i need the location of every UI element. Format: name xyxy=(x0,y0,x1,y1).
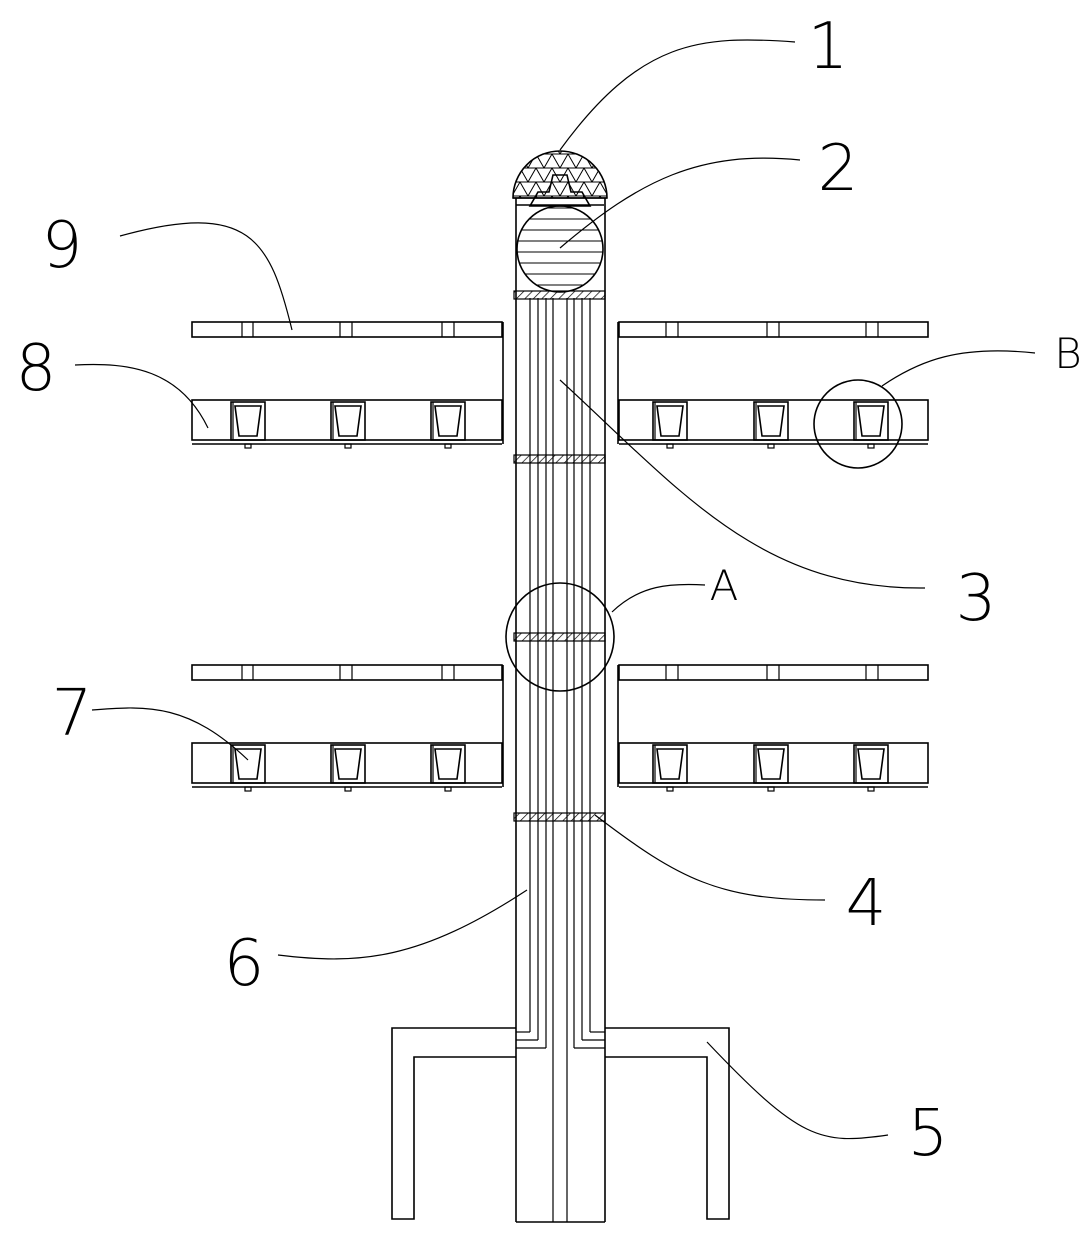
reference-labels: 1 2 3 4 5 6 7 8 9 A B xyxy=(16,10,1082,1171)
plant-pot xyxy=(857,748,885,780)
plant-pot xyxy=(334,405,362,437)
leader-lines xyxy=(74,39,1036,1140)
pot-holder xyxy=(330,401,366,441)
drip-emitter xyxy=(867,443,875,449)
pot-holder xyxy=(652,401,688,441)
label-3: 3 xyxy=(956,562,997,636)
plant-pot xyxy=(234,748,262,780)
label-b: B xyxy=(1054,329,1082,378)
label-1: 1 xyxy=(808,10,849,84)
base-stand xyxy=(391,1027,730,1220)
plant-pot xyxy=(857,405,885,437)
pot-holder xyxy=(853,744,889,784)
plant-pot xyxy=(656,405,684,437)
drip-emitter xyxy=(867,786,875,792)
central-column xyxy=(502,198,619,1223)
label-4: 4 xyxy=(846,867,887,941)
drip-emitter xyxy=(344,786,352,792)
label-6: 6 xyxy=(224,927,265,1001)
drip-emitter xyxy=(344,443,352,449)
label-2: 2 xyxy=(818,132,859,206)
pot-holder xyxy=(230,401,266,441)
drip-emitter xyxy=(666,786,674,792)
pot-holder xyxy=(753,744,789,784)
drip-emitter xyxy=(767,786,775,792)
pot-holder xyxy=(230,744,266,784)
drip-emitter xyxy=(244,443,252,449)
detail-circle-b xyxy=(813,379,903,469)
plant-pot xyxy=(656,748,684,780)
pot-holder xyxy=(753,401,789,441)
sealing-rings xyxy=(513,290,606,822)
label-8: 8 xyxy=(16,332,57,406)
pot-holder xyxy=(430,401,466,441)
drip-emitter xyxy=(244,786,252,792)
ball-part xyxy=(516,174,604,293)
plant-pot xyxy=(334,748,362,780)
plant-pot xyxy=(434,405,462,437)
pot-holder xyxy=(652,744,688,784)
label-9: 9 xyxy=(42,209,83,283)
drip-emitter xyxy=(444,443,452,449)
label-5: 5 xyxy=(908,1097,949,1171)
drip-emitter xyxy=(666,443,674,449)
pot-holder xyxy=(430,744,466,784)
label-a: A xyxy=(710,561,739,610)
upper-rails xyxy=(191,321,929,681)
drip-emitter xyxy=(767,443,775,449)
plant-pot xyxy=(757,748,785,780)
planting-pots xyxy=(230,401,889,792)
drip-emitter xyxy=(444,786,452,792)
pot-holder xyxy=(330,744,366,784)
label-7: 7 xyxy=(52,677,93,751)
detail-circle-a xyxy=(505,582,615,692)
pot-holder xyxy=(853,401,889,441)
plant-pot xyxy=(757,405,785,437)
plant-pot xyxy=(234,405,262,437)
top-dome xyxy=(512,150,608,206)
plant-pot xyxy=(434,748,462,780)
